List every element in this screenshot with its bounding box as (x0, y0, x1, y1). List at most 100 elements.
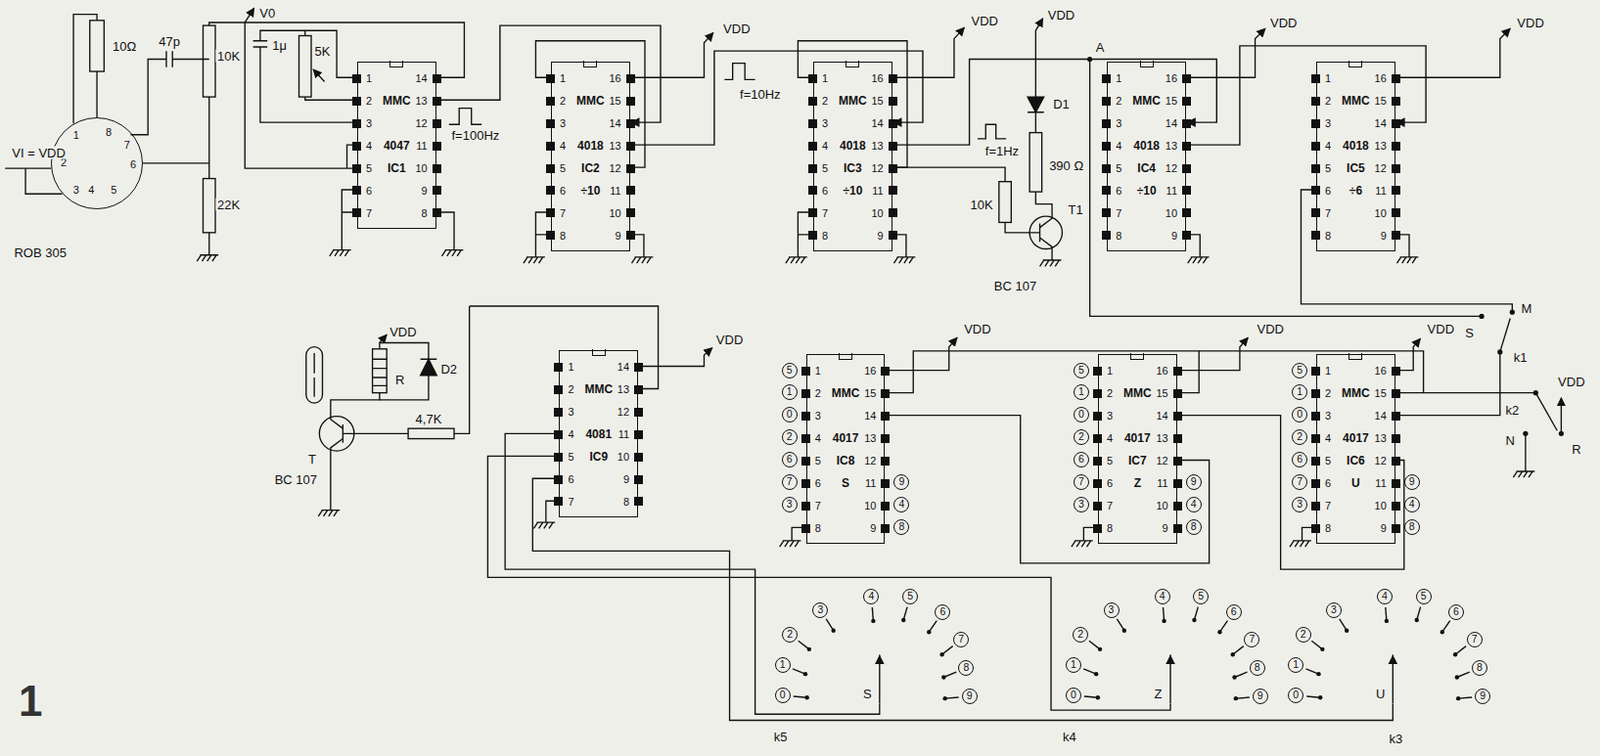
circled-number: 2 (1295, 627, 1312, 643)
pin (1391, 411, 1401, 421)
pin-number: 3 (1106, 411, 1113, 422)
pin-number: 4 (815, 433, 822, 445)
pin-number: 8 (623, 496, 630, 507)
chip-notch (1348, 353, 1363, 361)
pin (1311, 389, 1321, 399)
chip-label: 4018 (1342, 139, 1370, 152)
pin-number: 9 (869, 523, 876, 535)
pin (801, 502, 811, 511)
pin (808, 96, 818, 106)
switch-name: S (861, 687, 874, 701)
pin (546, 164, 555, 174)
wire (1185, 28, 1266, 78)
pin (1173, 434, 1183, 444)
wire (130, 59, 166, 136)
chip-label: MMC (382, 94, 412, 107)
pin (352, 185, 362, 195)
wire (1558, 431, 1564, 437)
signal-label: 22K (215, 197, 242, 211)
circled-number: 9 (893, 474, 910, 491)
pin (888, 141, 898, 151)
pin (432, 141, 442, 151)
pin-number: 6 (567, 474, 574, 486)
pin (801, 366, 811, 376)
pin (352, 119, 362, 129)
pin-number: 9 (1380, 229, 1387, 241)
circled-number: 6 (1291, 452, 1308, 468)
pin-number: 1 (822, 73, 828, 85)
pin (1101, 96, 1111, 106)
pin (432, 119, 442, 129)
pin-number: 14 (1165, 118, 1178, 130)
ic-chip: MMC4018IC2÷1012345678910111213141516 (550, 61, 631, 252)
pin (888, 119, 898, 129)
circled-number: 4 (1376, 589, 1393, 605)
pin (1173, 366, 1183, 376)
pin (1391, 208, 1401, 218)
pin (553, 497, 563, 506)
pin (801, 389, 811, 399)
circled-number: 2 (781, 627, 798, 643)
pin (801, 479, 811, 489)
wire (1040, 260, 1062, 267)
pin-number: 4 (365, 140, 372, 152)
wire (1497, 349, 1503, 355)
pin (880, 389, 890, 399)
circled-number: 9 (1474, 688, 1491, 705)
pin (546, 141, 555, 151)
pin (888, 230, 898, 240)
pin-number: 14 (870, 118, 883, 130)
wire (1188, 257, 1210, 264)
pin-number: 5 (365, 163, 372, 175)
signal-label: VDD (714, 333, 745, 347)
wire (313, 69, 324, 83)
chip-label: MMC (576, 94, 605, 107)
wire (1175, 337, 1248, 370)
chip-label: IC7 (1128, 455, 1147, 467)
pin-number: 8 (1115, 229, 1122, 241)
chip-label: MMC (1341, 94, 1371, 107)
signal-label: k1 (1511, 350, 1530, 364)
chip-label: MMC (1341, 387, 1371, 400)
pin (888, 208, 898, 218)
pin (352, 141, 362, 151)
wire (535, 41, 645, 168)
wire (785, 257, 808, 264)
pin (1173, 457, 1183, 466)
pin-number: 12 (864, 456, 876, 467)
ic-chip: MMC4047IC11234567891011121314 (357, 61, 437, 229)
wire (73, 14, 97, 125)
ic-chip: MMC4017IC6U12345678910111213141516 (1316, 354, 1396, 545)
chip-notch (592, 349, 606, 357)
pin-number: 7 (1115, 207, 1122, 219)
pin-number: 1 (1325, 73, 1331, 85)
chip-label: 4018 (1133, 139, 1160, 152)
ic-chip: MMC4018IC3÷1012345678910111213141516 (813, 61, 893, 252)
pin-number: 6 (130, 159, 137, 171)
pin (546, 96, 555, 106)
pin-number: 1 (567, 362, 574, 373)
pin-number: 10 (864, 501, 876, 512)
signal-label: N (1504, 434, 1517, 448)
pin-number: 5 (822, 163, 828, 175)
pin-number: 10 (1165, 207, 1178, 219)
pin (1101, 141, 1111, 151)
chip-label: IC3 (843, 162, 863, 175)
pin (352, 164, 362, 174)
contact-dot (1440, 630, 1445, 635)
pin-number: 7 (567, 496, 574, 507)
pin (1093, 524, 1102, 534)
signal-label: VDD (968, 13, 1000, 27)
signal-label: VDD (1514, 15, 1546, 29)
chip-label: 4017 (1342, 432, 1370, 445)
wire (1027, 112, 1045, 134)
pin (634, 430, 643, 440)
pin (1391, 230, 1401, 240)
wire (408, 428, 455, 439)
pin (888, 96, 898, 106)
pin-number: 16 (1155, 365, 1168, 377)
pin (1391, 524, 1401, 534)
wire (379, 343, 429, 361)
wire (883, 351, 1424, 394)
circled-number: 9 (1252, 688, 1269, 705)
